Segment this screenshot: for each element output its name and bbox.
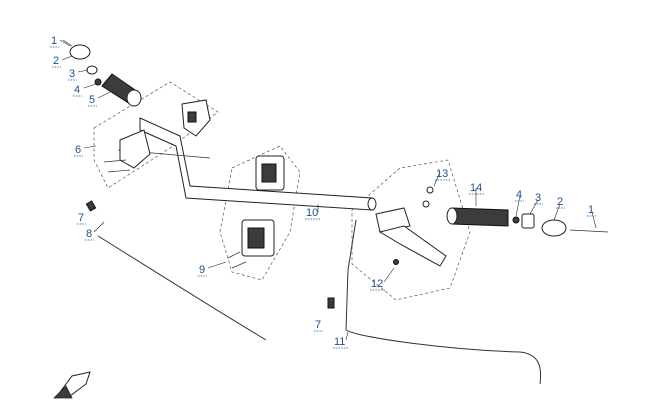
left-spacer (86, 65, 98, 75)
right-cable (345, 219, 542, 385)
callout-right-1: 1 (588, 204, 594, 216)
lever-pivot (393, 259, 399, 265)
leader-left-6 (83, 145, 97, 149)
leader-left-3 (77, 69, 89, 73)
callout-left-3: 3 (69, 68, 75, 80)
leader-13 (433, 171, 441, 187)
callout-14: 14 (470, 182, 482, 194)
right-switch-screw-b (231, 261, 247, 269)
brake-lever-assembly (375, 186, 447, 267)
clamp-bolt-upper (426, 186, 434, 194)
front-direction-arrow-icon (53, 371, 91, 399)
right-switch-button (261, 163, 277, 183)
callout-right-4: 4 (516, 189, 522, 201)
left-grip-end (126, 89, 142, 107)
callout-11: 11 (334, 336, 345, 348)
leader-9 (207, 261, 227, 269)
leader-left-1 (62, 39, 73, 47)
leader-11 (345, 331, 349, 341)
callout-left-7: 7 (78, 212, 84, 224)
handlebar-end-right (367, 197, 377, 211)
callout-right-2: 2 (557, 196, 563, 208)
right-spacer (521, 213, 535, 229)
left-end-screw (59, 39, 71, 47)
right-grip-assembly (446, 207, 609, 237)
right-end-screw (569, 229, 609, 233)
leader-right-2 (553, 203, 561, 221)
left-bar-end-assembly (59, 39, 142, 107)
left-switch-button (187, 111, 197, 123)
right-grip-inner-end (446, 207, 458, 225)
leader-right-4 (515, 195, 521, 217)
callout-right-3: 3 (535, 192, 541, 204)
callout-10: 10 (306, 207, 318, 219)
callout-left-5: 5 (89, 94, 95, 106)
leader-right-3 (529, 199, 539, 215)
arrow-head (53, 385, 73, 399)
leader-12 (383, 267, 395, 283)
left-switch-housings (103, 99, 211, 173)
handlebar-tube (117, 117, 377, 211)
leader-left-4 (83, 83, 97, 89)
left-cable-adjuster (85, 200, 97, 212)
callout-left-4: 4 (74, 84, 80, 96)
cables (85, 200, 542, 385)
callout-left-8: 8 (86, 228, 92, 240)
right-switch-screw-a (227, 251, 241, 259)
master-cylinder (375, 207, 411, 233)
right-bar-end-weight (541, 219, 567, 237)
group-outlines (93, 81, 471, 301)
callout-left-1: 1 (51, 35, 57, 47)
left-switch-lower (119, 129, 151, 169)
right-washer (512, 216, 520, 224)
leader-left-8 (93, 221, 105, 233)
leader-lines (61, 39, 597, 341)
left-switch-screw-b (107, 169, 131, 173)
leader-right-1 (591, 211, 597, 229)
clamp-bolt-lower (422, 200, 430, 208)
left-cable (97, 235, 267, 341)
callout-left-2: 2 (53, 55, 59, 67)
left-washer (94, 78, 102, 86)
right-switch-housings (227, 155, 285, 269)
left-bar-end-weight (69, 44, 91, 60)
left-switch-screw-a (103, 159, 127, 163)
callout-9: 9 (199, 264, 205, 276)
left-switch-group-outline (93, 81, 219, 189)
callout-labels: 1 2 3 4 5 6 7 8 9 10 11 12 13 14 4 3 2 1 (50, 35, 596, 349)
callout-12: 12 (371, 278, 383, 290)
leader-left-5 (97, 91, 111, 99)
right-cable-adjuster (327, 297, 335, 309)
callout-mid-7: 7 (315, 319, 321, 331)
leader-left-2 (61, 55, 73, 61)
right-grip-body (451, 207, 509, 227)
right-switch-lower-panel (247, 227, 265, 249)
brake-lever-group-outline (351, 159, 471, 301)
callout-13: 13 (436, 168, 448, 180)
brake-lever (378, 225, 447, 267)
callout-left-6: 6 (75, 144, 81, 156)
left-grip (101, 73, 142, 107)
